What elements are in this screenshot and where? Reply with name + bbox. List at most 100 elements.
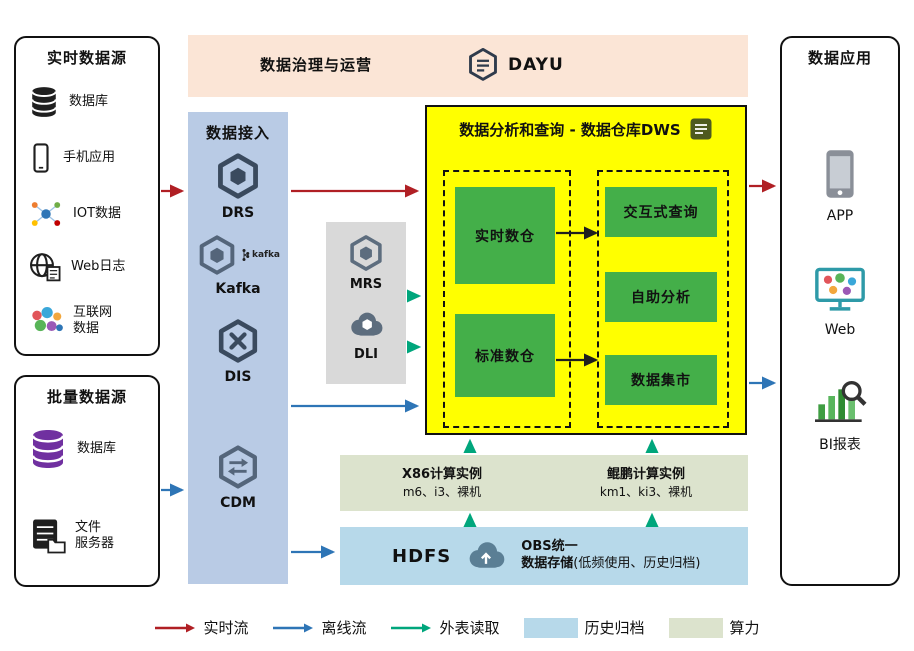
ingestion-node-cdm: CDM xyxy=(188,444,288,511)
archive-swatch xyxy=(523,617,578,638)
legend: 实时流 离线流 外表读取 历史归档 算力 xyxy=(0,617,914,638)
compute-group-kunpeng: 鲲鹏计算实例 km1、ki3、裸机 xyxy=(544,466,748,500)
applications-title: 数据应用 xyxy=(807,49,872,67)
governance-title: 数据治理与运营 xyxy=(260,56,373,74)
realtime-sources-panel: 实时数据源 数据库 手机应用 xyxy=(14,36,160,356)
middleware-box: MRS DLI xyxy=(326,222,406,384)
app-label: Web xyxy=(824,322,856,338)
list-item: Web日志 xyxy=(28,247,152,287)
ingestion-title: 数据接入 xyxy=(205,124,270,142)
legend-label: 外表读取 xyxy=(439,619,500,637)
obs-text-block: OBS统一 数据存储(低频使用、历史归档) xyxy=(521,539,700,573)
ingestion-label: DRS xyxy=(221,205,255,221)
app-node-web: Web xyxy=(782,266,898,338)
list-item: 手机应用 xyxy=(28,138,152,178)
dayu-icon xyxy=(469,47,497,81)
service-self-analysis: 自助分析 xyxy=(605,272,717,322)
red-arrow-icon xyxy=(155,623,196,632)
database-icon xyxy=(31,87,57,117)
list-item: IOT数据 xyxy=(28,194,152,234)
warehouse-standard: 标准数仓 xyxy=(455,314,555,397)
blue-arrow-icon xyxy=(273,623,314,632)
kafka-badge: kafka xyxy=(241,248,280,262)
source-label: 数据库 xyxy=(77,440,117,456)
source-label: Web日志 xyxy=(71,258,126,274)
dayu-label: DAYU xyxy=(508,55,564,75)
kafka-icon-row: kafka xyxy=(196,234,280,276)
dis-icon xyxy=(218,319,258,363)
kafka-badge-text: kafka xyxy=(251,250,281,260)
hdfs-label: HDFS xyxy=(392,545,452,567)
legend-label: 算力 xyxy=(729,619,760,637)
applications-panel: 数据应用 APP Web xyxy=(780,36,900,586)
database-purple-icon xyxy=(31,430,65,468)
compute-title: 鲲鹏计算实例 xyxy=(606,467,685,483)
compute-subtitle: km1、ki3、裸机 xyxy=(599,484,693,499)
service-data-mart: 数据集市 xyxy=(605,355,717,405)
app-icon xyxy=(826,150,854,198)
app-node-bi: BI报表 xyxy=(782,376,898,454)
services-group xyxy=(597,170,729,428)
warehouse-group xyxy=(443,170,571,428)
legend-compute: 算力 xyxy=(668,617,760,638)
ingestion-node-kafka: kafka Kafka xyxy=(188,234,288,297)
source-label: 互联网 数据 xyxy=(73,304,113,336)
list-item: 数据库 xyxy=(28,425,152,473)
list-item: 互联网 数据 xyxy=(28,298,152,344)
warehouse-realtime: 实时数仓 xyxy=(455,187,555,284)
compute-title: X86计算实例 xyxy=(401,467,483,483)
bi-report-icon xyxy=(815,381,867,422)
realtime-sources-title: 实时数据源 xyxy=(46,49,127,67)
legend-offline-flow: 离线流 xyxy=(272,617,366,638)
ingestion-node-dis: DIS xyxy=(188,318,288,385)
file-server-icon xyxy=(33,519,66,554)
app-node-app: APP xyxy=(782,148,898,224)
list-item: 数据库 xyxy=(28,82,152,122)
compute-group-x86: X86计算实例 m6、i3、裸机 xyxy=(340,466,544,500)
ingestion-node-drs: DRS xyxy=(188,152,288,221)
obs-line2-bold: 数据存储 xyxy=(521,556,574,571)
ingestion-label: Kafka xyxy=(215,281,261,297)
dws-title: 数据分析和查询 - 数据仓库DWS xyxy=(459,120,681,139)
middleware-node-dli: DLI xyxy=(326,308,406,362)
obs-cloud-icon xyxy=(469,542,505,568)
source-label: IOT数据 xyxy=(73,205,122,221)
web-log-icon xyxy=(30,253,61,282)
compute-strip: X86计算实例 m6、i3、裸机 鲲鹏计算实例 km1、ki3、裸机 xyxy=(340,455,748,511)
dws-title-row: 数据分析和查询 - 数据仓库DWS xyxy=(427,117,745,141)
app-label: BI报表 xyxy=(819,437,861,453)
app-label: APP xyxy=(826,208,854,224)
source-label: 手机应用 xyxy=(63,149,116,165)
drs-icon xyxy=(218,153,258,199)
middleware-label: MRS xyxy=(349,277,383,292)
governance-bar: 数据治理与运营 DAYU xyxy=(188,35,748,97)
source-label: 数据库 xyxy=(69,93,109,109)
cdm-icon xyxy=(219,445,257,489)
obs-line2-note: (低频使用、历史归档) xyxy=(573,556,701,571)
dayu-product: DAYU xyxy=(466,47,564,83)
source-label: 文件 服务器 xyxy=(75,519,115,551)
report-doc-icon xyxy=(690,118,712,140)
storage-strip: HDFS OBS统一 数据存储(低频使用、历史归档) xyxy=(340,527,748,585)
legend-label: 实时流 xyxy=(203,619,249,637)
legend-label: 历史归档 xyxy=(584,619,645,637)
legend-external-read: 外表读取 xyxy=(390,617,500,638)
internet-data-icon xyxy=(32,306,63,332)
compute-subtitle: m6、i3、裸机 xyxy=(402,484,482,499)
compute-swatch xyxy=(668,617,723,638)
ingestion-column: 数据接入 DRS kafka xyxy=(188,112,288,584)
legend-label: 离线流 xyxy=(321,619,367,637)
web-monitor-icon xyxy=(815,267,865,311)
iot-icon xyxy=(31,202,61,226)
teal-arrow-icon xyxy=(391,623,432,632)
obs-line2: 数据存储(低频使用、历史归档) xyxy=(521,556,700,573)
service-interactive-query: 交互式查询 xyxy=(605,187,717,237)
middleware-label: DLI xyxy=(354,347,378,362)
batch-sources-title: 批量数据源 xyxy=(46,388,127,406)
middleware-node-mrs: MRS xyxy=(326,234,406,292)
obs-line1: OBS统一 xyxy=(521,539,578,555)
legend-archive: 历史归档 xyxy=(523,617,645,638)
list-item: 文件 服务器 xyxy=(28,510,152,562)
dli-icon xyxy=(351,312,383,336)
